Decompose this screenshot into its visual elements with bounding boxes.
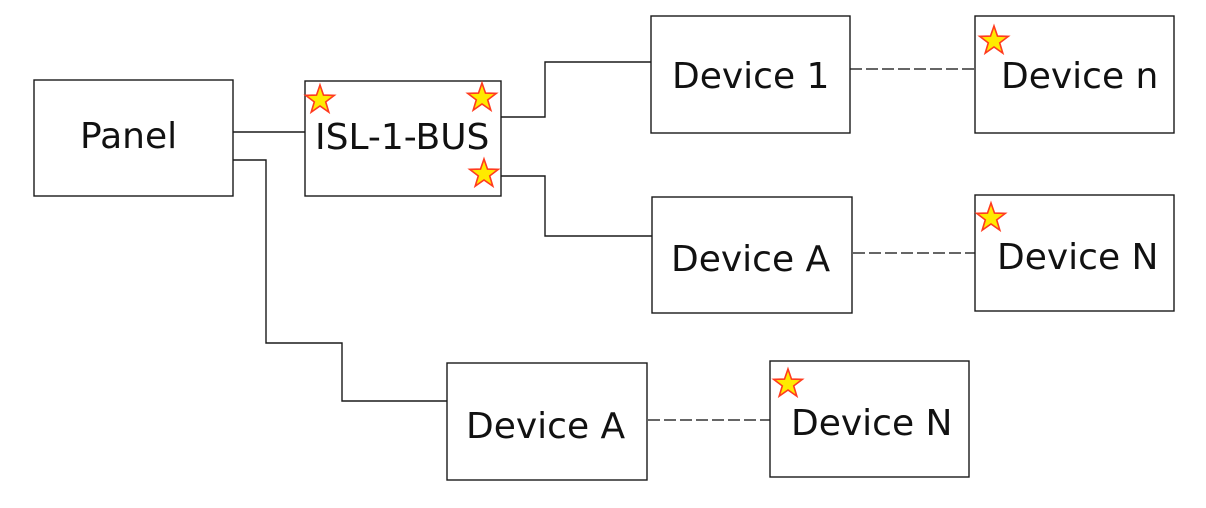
connectors bbox=[232, 61, 975, 421]
node-label: ISL-1-BUS bbox=[315, 117, 489, 158]
node-label: Device N bbox=[997, 237, 1159, 278]
star-icon bbox=[974, 200, 1008, 233]
node-device-a-lower: Device A bbox=[446, 362, 648, 481]
node-label: Device N bbox=[791, 403, 953, 444]
star-icon bbox=[977, 23, 1011, 56]
node-device-n: Device n bbox=[974, 15, 1175, 134]
node-device-n-lower: Device N bbox=[769, 360, 970, 478]
edge-isl-bus-to-device-a-upper bbox=[500, 175, 652, 237]
node-panel: Panel bbox=[33, 79, 234, 197]
star-markers bbox=[303, 23, 1011, 399]
node-label: Device A bbox=[466, 406, 626, 447]
star-icon bbox=[467, 156, 501, 189]
node-device-a-upper: Device A bbox=[651, 196, 853, 314]
star-icon bbox=[465, 80, 499, 113]
node-label: Device A bbox=[671, 239, 831, 280]
node-label: Device 1 bbox=[672, 56, 829, 97]
edge-isl-bus-to-device-1 bbox=[500, 61, 652, 118]
edge-panel-to-device-a-lower bbox=[232, 159, 448, 402]
node-device-n-upper: Device N bbox=[974, 194, 1175, 312]
node-label: Device n bbox=[1001, 56, 1158, 97]
node-device-1: Device 1 bbox=[650, 15, 851, 134]
star-icon bbox=[303, 82, 337, 115]
node-isl-1-bus: ISL-1-BUS bbox=[304, 80, 502, 197]
node-label: Panel bbox=[80, 116, 177, 157]
star-icon bbox=[771, 366, 805, 399]
